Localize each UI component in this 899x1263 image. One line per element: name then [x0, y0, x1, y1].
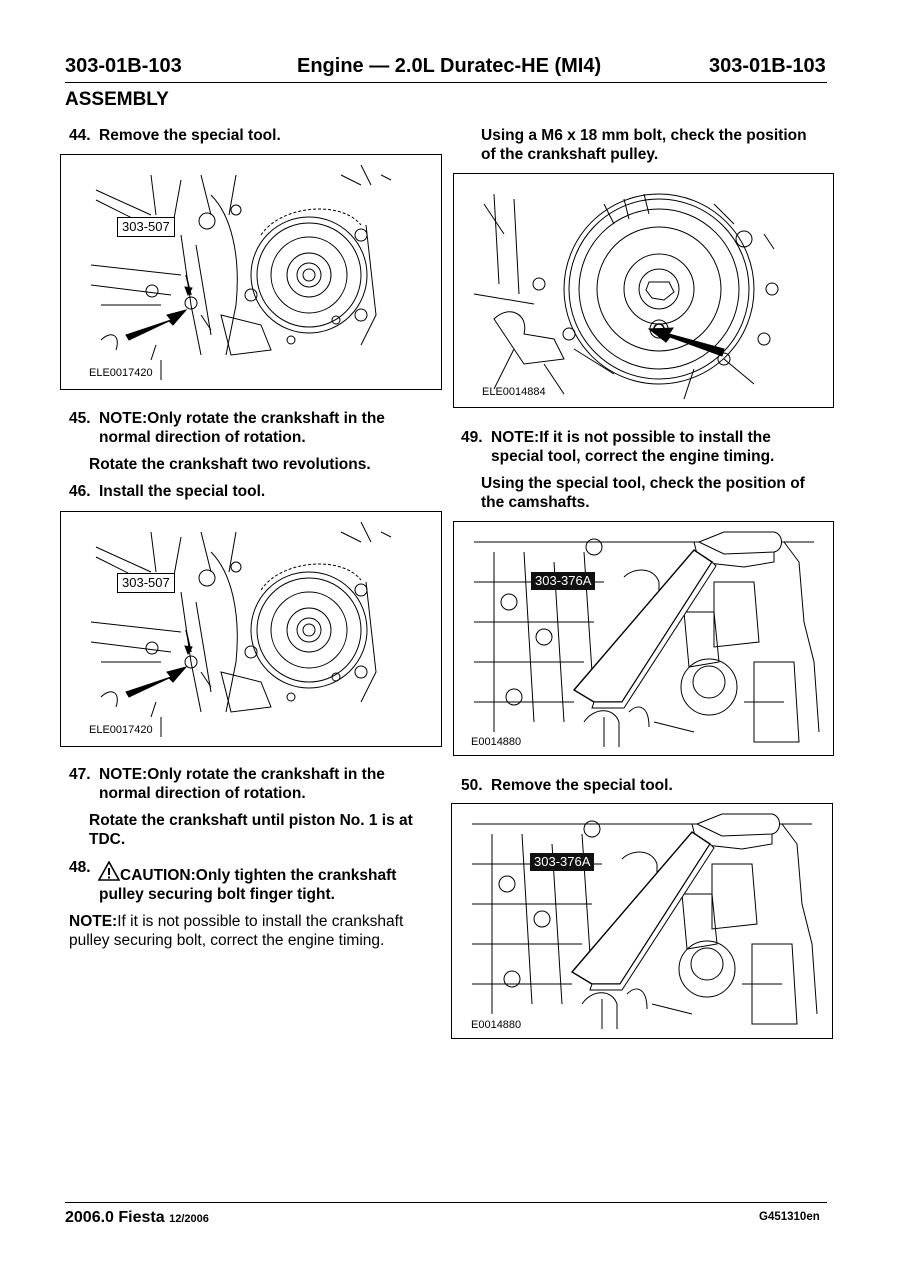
step-47-note-line2: normal direction of rotation. [99, 785, 306, 802]
step-48-number: 48. [69, 859, 91, 876]
section-title: ASSEMBLY [65, 89, 169, 110]
step-48-note-line2: pulley securing bolt, correct the engine… [69, 932, 385, 949]
callout-tool-303-507: 303-507 [117, 217, 175, 237]
step-45-note-line2: normal direction of rotation. [99, 429, 306, 446]
footer-doc-code: G451310en [759, 1211, 820, 1223]
step-46: 46.Install the special tool. [69, 483, 266, 500]
step-48-caution-line2: pulley securing bolt finger tight. [99, 886, 335, 903]
header-title: Engine — 2.0L Duratec-HE (MI4) [297, 55, 602, 77]
callout-tool-303-507: 303-507 [117, 573, 175, 593]
callout-tool-303-376A: 303-376A [531, 572, 596, 590]
header-right-code: 303-01B-103 [709, 55, 826, 77]
step-45-note: 45.NOTE:Only rotate the crankshaft in th… [69, 410, 385, 427]
figure-camshaft-alignment-tool-removal: 303-376A E0014880 [451, 803, 833, 1039]
step-50: 50.Remove the special tool. [461, 777, 673, 794]
figure-id: E0014880 [471, 1019, 522, 1031]
step-48-note: NOTE:If it is not possible to install th… [69, 913, 404, 930]
step-49-note-line2: special tool, correct the engine timing. [491, 448, 775, 465]
header-rule [65, 82, 827, 83]
figure-id: E0014880 [471, 736, 522, 748]
step-48-caution: CAUTION:Only tighten the crankshaft [120, 867, 397, 884]
figure-id: ELE0017420 [89, 367, 153, 379]
callout-tool-303-376A: 303-376A [530, 853, 595, 871]
step-45-action: Rotate the crankshaft two revolutions. [89, 456, 371, 473]
caution-triangle-icon [98, 861, 120, 881]
step-44: 44.Remove the special tool. [69, 127, 281, 144]
figure-id: ELE0014884 [482, 386, 546, 398]
step-49-action-line2: the camshafts. [481, 494, 590, 511]
step-49-action: Using the special tool, check the positi… [481, 475, 805, 492]
intro-line1: Using a M6 x 18 mm bolt, check the posit… [481, 127, 807, 144]
footer-model: 2006.0 Fiesta 12/2006 [65, 1209, 209, 1226]
figure-camshaft-alignment-tool: 303-376A E0014880 [453, 521, 834, 756]
figure-crankshaft-tool-removed: 303-507 ELE0017420 [60, 154, 442, 390]
intro-line2: of the crankshaft pulley. [481, 146, 659, 163]
step-49-note: 49.NOTE:If it is not possible to install… [461, 429, 771, 446]
header-left-code: 303-01B-103 [65, 55, 182, 77]
step-47-action: Rotate the crankshaft until piston No. 1… [89, 812, 413, 829]
figure-crankshaft-pulley-bolt: ELE0014884 [453, 173, 834, 408]
step-47-action-line2: TDC. [89, 831, 126, 848]
footer-rule [65, 1202, 827, 1203]
figure-id: ELE0017420 [89, 724, 153, 736]
step-47-note: 47.NOTE:Only rotate the crankshaft in th… [69, 766, 385, 783]
figure-crankshaft-tool-installed: 303-507 ELE0017420 [60, 511, 442, 747]
